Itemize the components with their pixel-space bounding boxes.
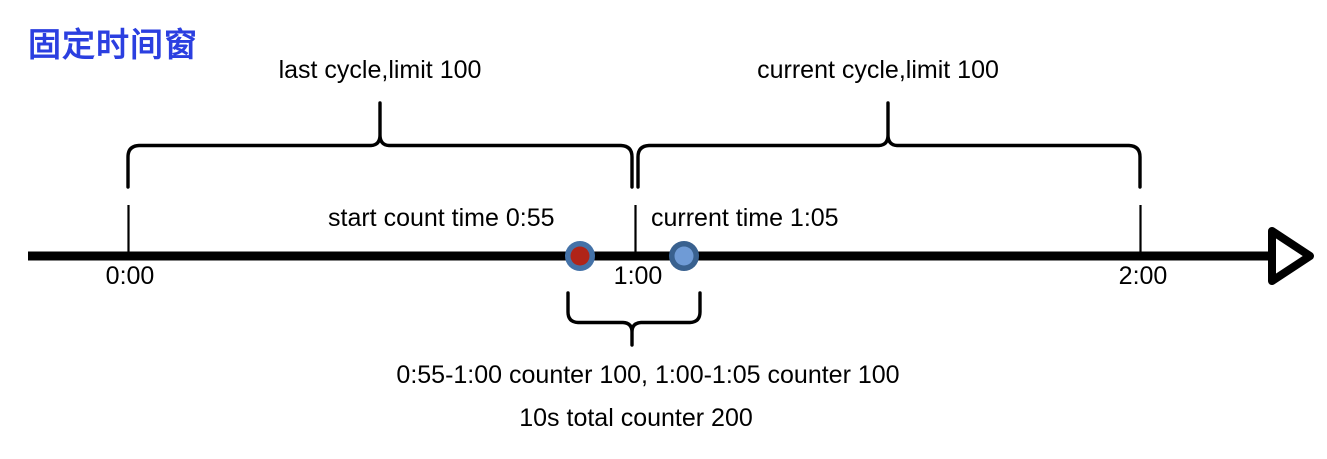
start-count-time-marker-core (570, 246, 590, 266)
page-title: 固定时间窗 (28, 26, 198, 63)
tick-label-0-00: 0:00 (105, 262, 155, 290)
bracket-current-cycle (636, 101, 1142, 189)
timeline-arrow-icon (1268, 227, 1314, 285)
caption-total-counter: 10s total counter 200 (519, 404, 753, 432)
tick-label-2-00: 2:00 (1118, 262, 1168, 290)
tick-label-1-00: 1:00 (613, 262, 663, 290)
marker-label-current-time: current time 1:05 (651, 204, 839, 232)
bracket-overlap-window (566, 291, 702, 347)
caption-counter-breakdown: 0:55-1:00 counter 100, 1:00-1:05 counter… (396, 361, 900, 389)
bracket-label-last-cycle: last cycle,limit 100 (278, 56, 482, 84)
marker-label-start-count-time: start count time 0:55 (328, 204, 555, 232)
bracket-label-current-cycle: current cycle,limit 100 (757, 56, 999, 84)
bracket-last-cycle (126, 101, 634, 189)
current-time-marker-core (674, 246, 694, 266)
